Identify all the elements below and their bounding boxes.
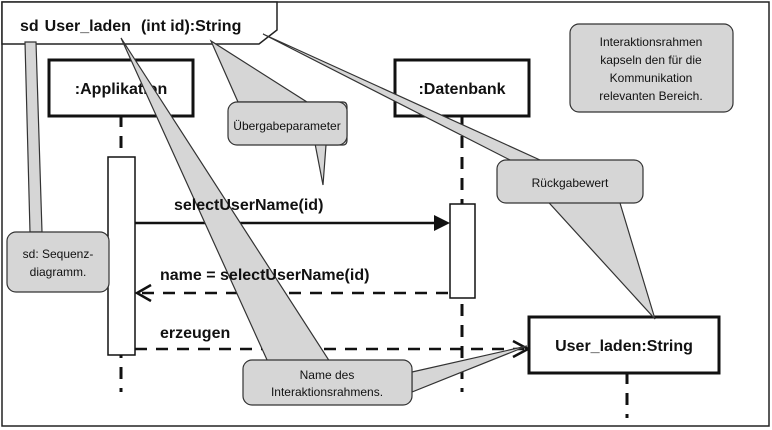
frame-name-callout-line2: Interaktionsrahmens. [271,385,383,399]
return-name-message-label: name = selectUserName(id) [160,267,369,284]
parameter-callout: Übergabeparameter [209,39,348,186]
applikation-activation-bar [107,156,136,356]
frame-note-line3: Kommunikation [610,71,693,85]
frame-note-callout: Interaktionsrahmen kapseln den für die K… [569,23,734,113]
datenbank-lifeline-head [393,58,531,118]
return-value-callout: Rückgabewert [262,33,656,320]
frame-name-callout-line1: Name des [300,368,355,382]
sd-callout-line1: sd: Sequenz- [23,247,94,261]
sd-callout-line2: diagramm. [30,265,87,279]
datenbank-label: :Datenbank [418,81,505,98]
frame-label-name: User_laden [45,18,131,35]
return-name-arrow-head [134,283,152,303]
frame-note-line2: kapseln den für die [600,53,702,67]
frame-label: sd User_laden (int id):String [20,18,241,35]
erzeugen-message-label: erzeugen [160,325,230,342]
erzeugen-arrow-head [512,339,531,359]
frame-name-callout: Name des Interaktionsrahmens. [120,37,528,406]
frame-note-line4: relevanten Bereich. [599,89,702,103]
parameter-callout-text: Übergabeparameter [233,119,340,133]
user-laden-object-box [527,315,721,375]
return-value-callout-text: Rückgabewert [532,176,609,190]
applikation-lifeline-head [47,58,195,118]
frame-note-line1: Interaktionsrahmen [600,35,703,49]
user-laden-object-label: User_laden:String [555,338,693,355]
select-username-arrow-head [434,215,450,231]
select-username-message-label: selectUserName(id) [174,197,323,214]
sd-callout: sd: Sequenz- diagramm. [6,41,110,293]
frame-label-signature: (int id):String [141,18,241,35]
datenbank-activation-bar [449,203,476,299]
frame-label-prefix: sd [20,18,39,35]
